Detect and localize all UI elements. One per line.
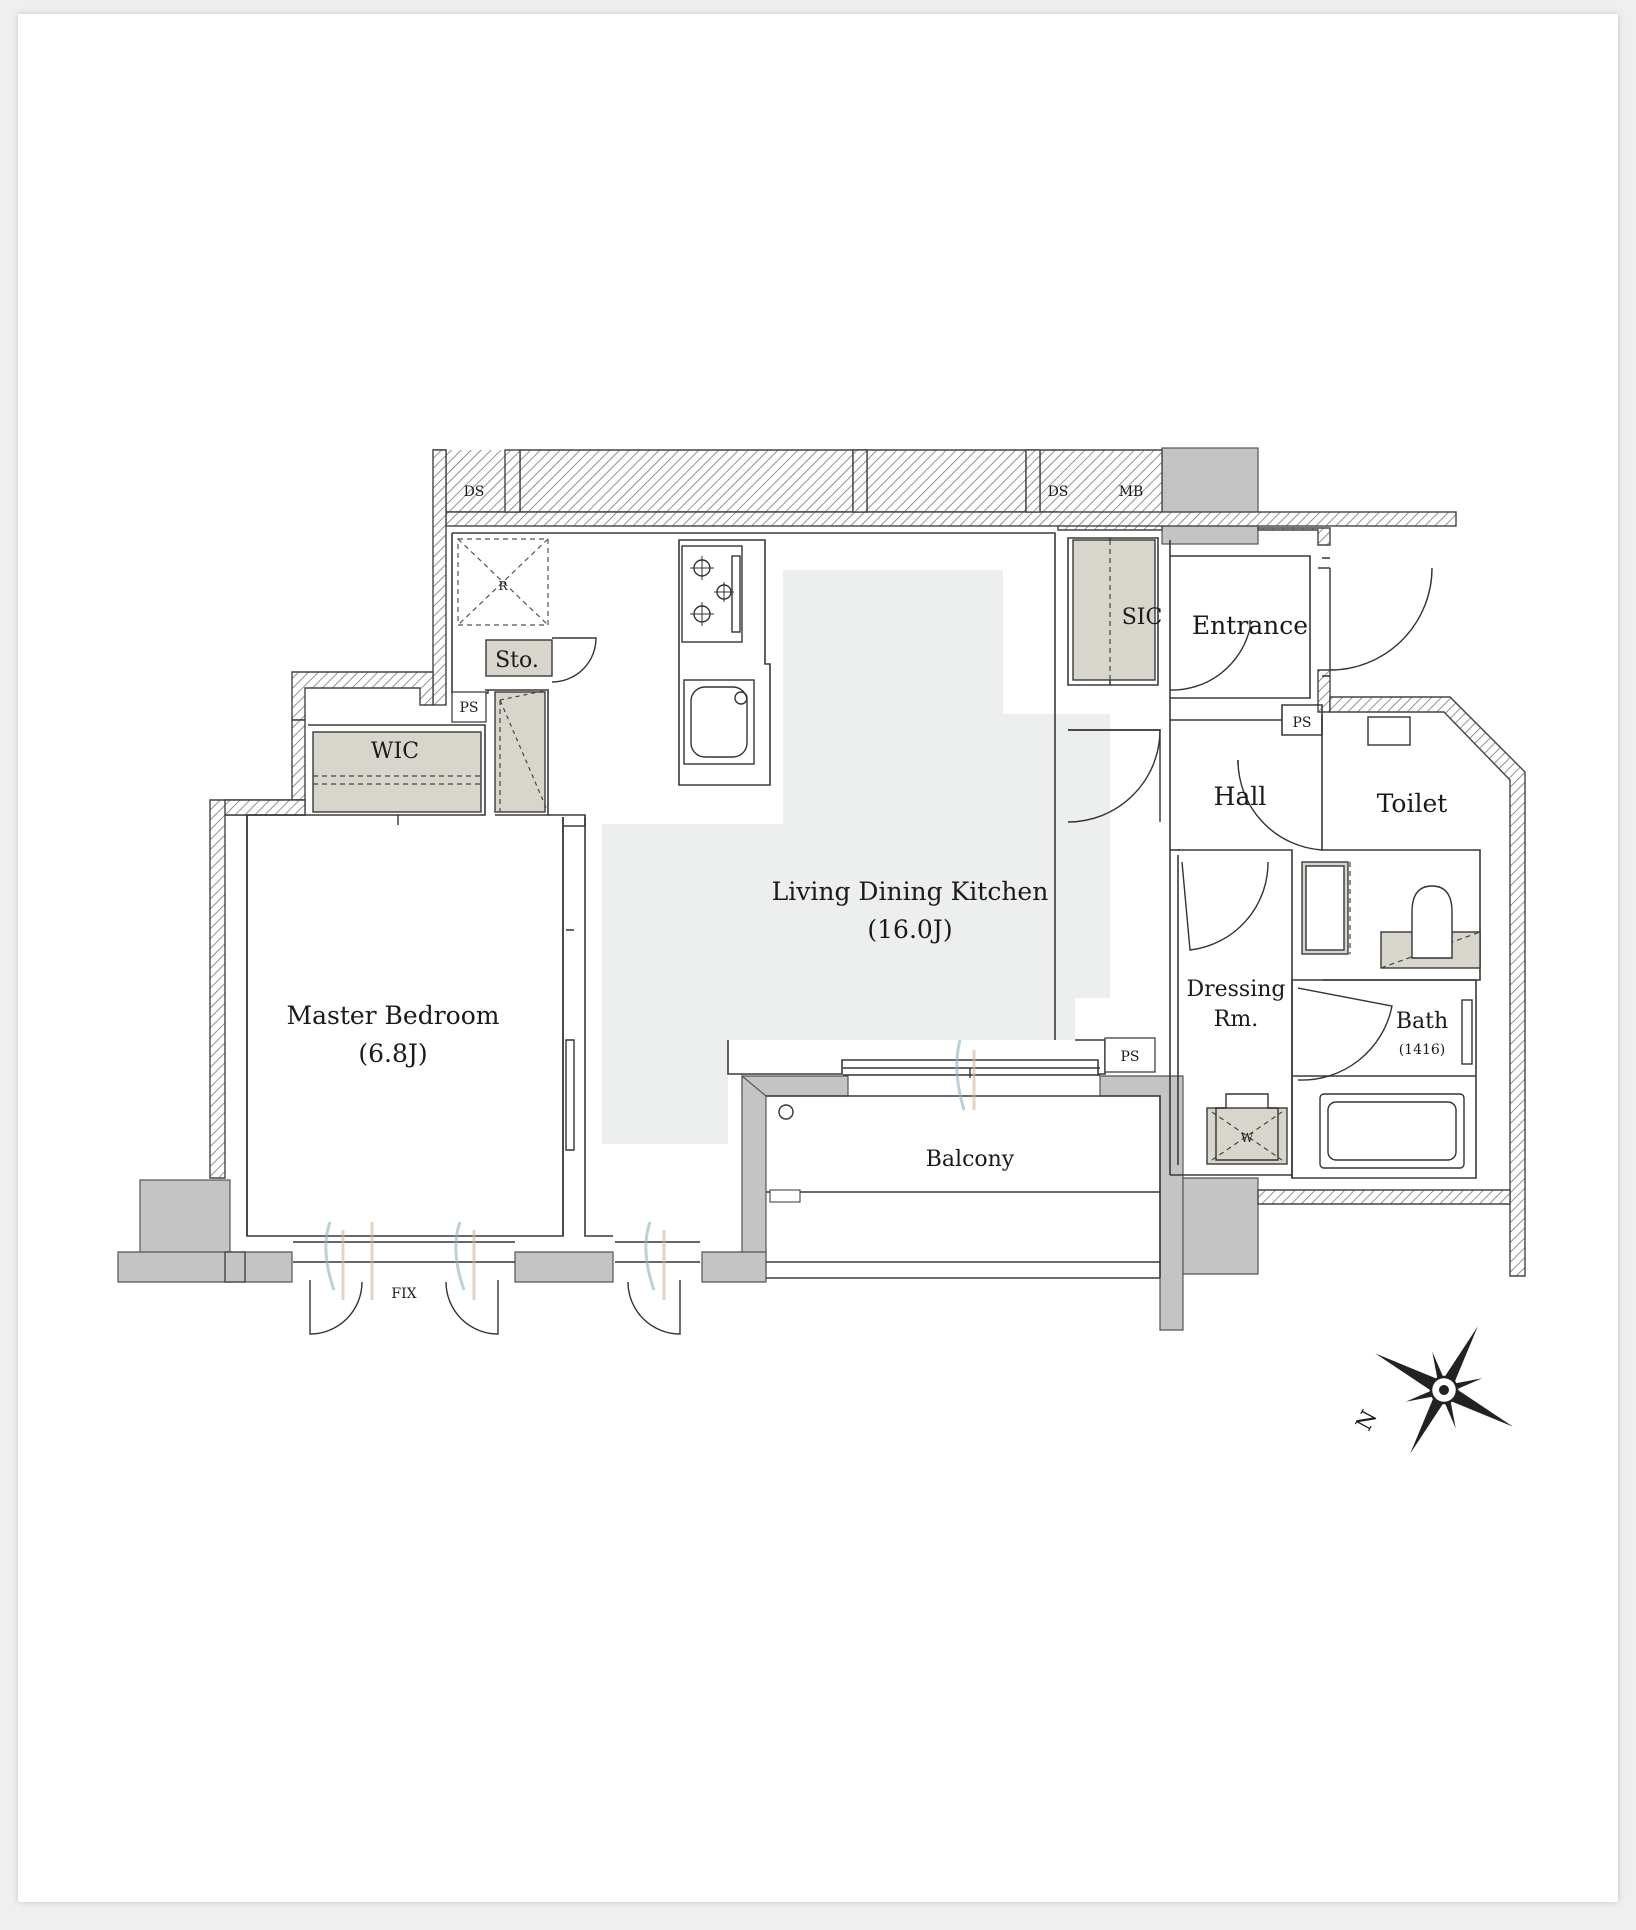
toilet-fixture xyxy=(1305,716,1453,959)
compass-icon xyxy=(1375,1326,1513,1454)
floor-plan: Living Dining Kitchen (16.0J) Master Bed… xyxy=(117,447,1526,1454)
sic-label: SIC xyxy=(1122,605,1163,630)
ps-entrance-label: PS xyxy=(1292,715,1311,731)
sink xyxy=(683,679,755,765)
dressing-label-line2: Rm. xyxy=(1214,1007,1258,1032)
ps-balcony-label: PS xyxy=(1120,1049,1139,1065)
dashed-details xyxy=(313,540,1481,1161)
mb-label: MB xyxy=(1119,484,1144,500)
entrance-label: Entrance xyxy=(1192,611,1308,640)
balcony-grate xyxy=(769,1189,801,1203)
window-accents xyxy=(324,1039,976,1300)
hall-label: Hall xyxy=(1214,782,1267,811)
stove xyxy=(681,545,743,643)
balcony-drain xyxy=(778,1104,794,1120)
bath-size: (1416) xyxy=(1399,1042,1446,1058)
bath-label: Bath xyxy=(1396,1009,1448,1034)
living-floor xyxy=(602,570,1110,1144)
balcony-label: Balcony xyxy=(926,1147,1015,1172)
wic-area xyxy=(312,731,482,813)
hatched-walls xyxy=(209,449,1526,1283)
fridge-label: R xyxy=(498,579,508,593)
sto-area xyxy=(485,639,553,677)
master-bedroom-name: Master Bedroom xyxy=(286,1001,499,1030)
ps-balcony: PS xyxy=(1104,1037,1156,1073)
sto-label: Sto. xyxy=(495,648,539,673)
ds-right-label: DS xyxy=(1048,484,1069,500)
doors xyxy=(293,557,1433,1335)
ldk-name: Living Dining Kitchen xyxy=(772,877,1049,906)
north-label: N xyxy=(1352,1406,1383,1435)
floor-plan-sheet: Living Dining Kitchen (16.0J) Master Bed… xyxy=(18,14,1618,1902)
bathtub xyxy=(1319,999,1473,1169)
storage-closet xyxy=(494,691,546,813)
washer-label: W xyxy=(1241,1131,1254,1145)
sic-area xyxy=(1072,539,1156,681)
wic-label: WIC xyxy=(371,739,419,764)
washer xyxy=(1215,1093,1279,1161)
partitions xyxy=(246,532,1481,1279)
master-bedroom-size: (6.8J) xyxy=(358,1039,427,1068)
concrete-columns xyxy=(117,447,1259,1331)
toilet-label: Toilet xyxy=(1377,789,1448,818)
ldk-size: (16.0J) xyxy=(867,915,952,944)
ds-left-label: DS xyxy=(464,484,485,500)
ps-bedroom: PS xyxy=(451,691,487,723)
fix-label: FIX xyxy=(391,1286,416,1302)
fridge xyxy=(457,538,549,626)
ps-bedroom-label: PS xyxy=(459,700,478,716)
dressing-label-line1: Dressing xyxy=(1186,977,1285,1002)
